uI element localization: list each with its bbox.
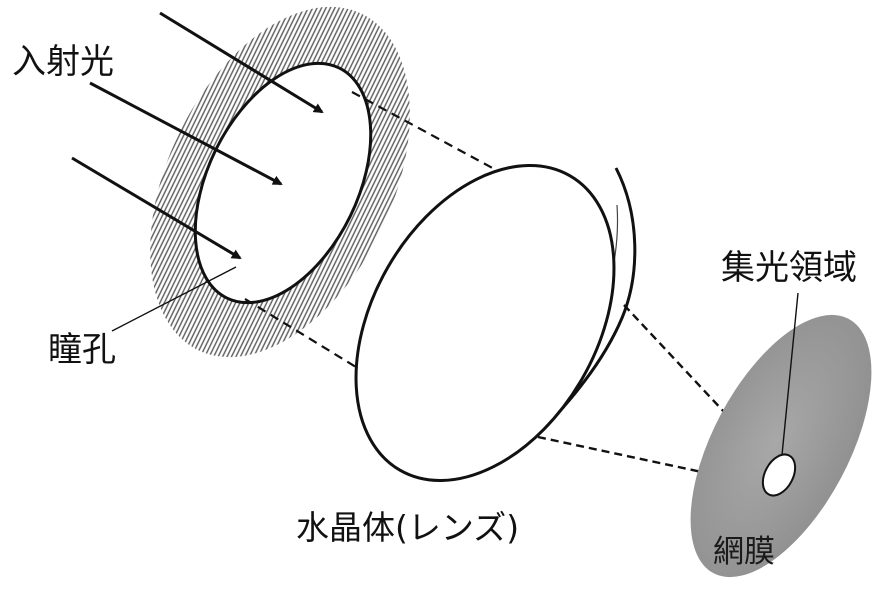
- retina-label: 網膜: [713, 537, 775, 568]
- focus-region-label: 集光領域: [721, 251, 857, 285]
- pupil-label: 瞳孔: [48, 333, 116, 367]
- incident-light-label: 入射光: [12, 45, 114, 79]
- lens-label: 水晶体(レンズ): [296, 511, 519, 544]
